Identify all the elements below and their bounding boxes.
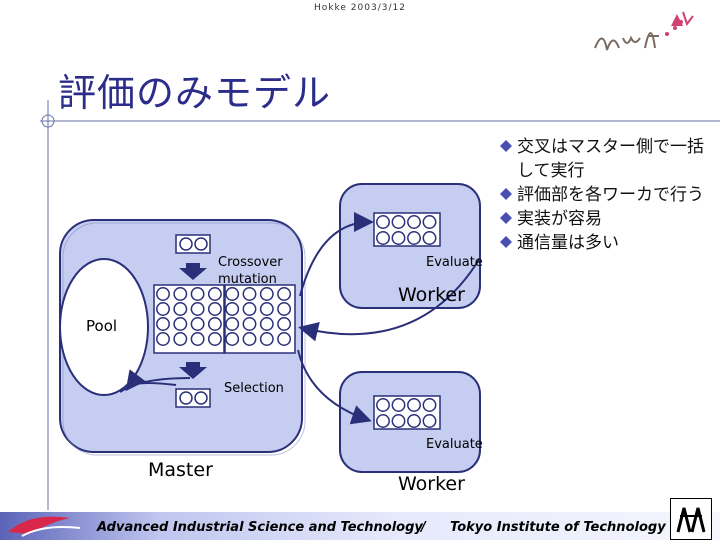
individual-circle — [259, 317, 274, 331]
individual-circle — [376, 398, 390, 412]
individual-circle — [190, 332, 205, 346]
individual-circle — [225, 287, 240, 301]
worker2-grid — [373, 395, 441, 430]
bullet-list: 交叉はマスター側で一括して実行 評価部を各ワーカで行う 実装が容易 通信量は多い — [500, 135, 715, 255]
individual-circle — [259, 302, 274, 316]
arrow-to-worker1 — [299, 212, 374, 297]
individual-circle — [391, 231, 406, 245]
footer-separator: / — [421, 520, 426, 535]
titech-logo-icon — [670, 498, 712, 540]
individual-circle — [225, 317, 240, 331]
page-title: 評価のみモデル — [58, 71, 332, 115]
individual-circle — [422, 414, 437, 428]
individual-circle — [242, 302, 257, 316]
individual-circle — [156, 332, 170, 346]
arrow-to-worker2 — [297, 349, 372, 425]
down-arrow-selection — [179, 362, 207, 379]
footer-right-text: Tokyo Institute of Technology — [450, 520, 666, 535]
ninf-logo-icon — [594, 11, 694, 51]
diamond-bullet-icon — [500, 140, 512, 152]
worker1-evaluate-label: Evaluate — [426, 255, 483, 270]
bullet-item: 実装が容易 — [500, 207, 715, 231]
header-text: Hokke 2003/3/12 — [314, 3, 406, 13]
individual-circle — [277, 302, 292, 316]
parent-pair-bottom — [175, 388, 211, 408]
individual-circle — [173, 332, 188, 346]
individual-circle — [207, 332, 222, 346]
individual-circle — [277, 317, 292, 331]
individual-circle — [207, 317, 222, 331]
individual-circle — [422, 231, 437, 245]
individual-circle — [422, 398, 437, 412]
individual-circle — [173, 302, 188, 316]
pool-label: Pool — [86, 317, 118, 335]
pool-ellipse — [59, 258, 149, 396]
individual-circle — [407, 414, 421, 428]
individual-circle — [156, 287, 170, 301]
worker2-evaluate-label: Evaluate — [426, 437, 483, 452]
individual-circle — [376, 231, 390, 245]
individual-circle — [190, 302, 205, 316]
individual-circle — [225, 332, 240, 346]
individual-circle — [407, 215, 421, 229]
individual-circle — [376, 215, 390, 229]
individual-circle — [407, 398, 421, 412]
bullet-item: 交叉はマスター側で一括して実行 — [500, 135, 715, 183]
bullet-item: 評価部を各ワーカで行う — [500, 183, 715, 207]
individual-circle — [156, 317, 170, 331]
mutation-label: mutation — [218, 272, 277, 287]
individual-circle — [422, 215, 437, 229]
individual-circle — [242, 287, 257, 301]
individual-circle — [207, 302, 222, 316]
individual-circle — [277, 287, 292, 301]
arrow-pool-to-pair — [119, 377, 191, 393]
diamond-bullet-icon — [500, 188, 512, 200]
individual-circle — [173, 317, 188, 331]
individual-circle — [173, 287, 188, 301]
bullet-item: 通信量は多い — [500, 231, 715, 255]
individual-circle — [391, 398, 406, 412]
down-arrow-crossover — [179, 263, 207, 280]
individual-circle — [242, 317, 257, 331]
individual-circle — [225, 302, 240, 316]
individual-circle — [190, 317, 205, 331]
footer-left-text: Advanced Industrial Science and Technolo… — [97, 520, 423, 535]
individual-circle — [376, 414, 390, 428]
individual-circle — [391, 414, 406, 428]
individual-circle — [391, 215, 406, 229]
worker1-label: Worker — [398, 284, 465, 306]
individual-circle — [156, 302, 170, 316]
parent-pair-top — [175, 234, 211, 254]
individual-circle — [259, 332, 274, 346]
footer-bar — [0, 512, 720, 540]
diamond-bullet-icon — [500, 212, 512, 224]
aist-logo-icon — [8, 516, 81, 537]
diamond-bullet-icon — [500, 236, 512, 248]
individual-circle — [190, 287, 205, 301]
selection-label: Selection — [224, 381, 284, 396]
individual-circle — [207, 287, 222, 301]
arrow-from-worker1 — [298, 257, 481, 342]
individual-circle — [242, 332, 257, 346]
individual-circle — [407, 231, 421, 245]
worker2-label: Worker — [398, 473, 465, 495]
population-grid — [153, 284, 296, 354]
worker1-grid — [373, 212, 441, 247]
crossover-label: Crossover — [218, 255, 283, 270]
individual-circle — [277, 332, 292, 346]
master-label: Master — [148, 459, 213, 481]
arrow-selection-to-pool — [125, 369, 177, 392]
individual-circle — [259, 287, 274, 301]
